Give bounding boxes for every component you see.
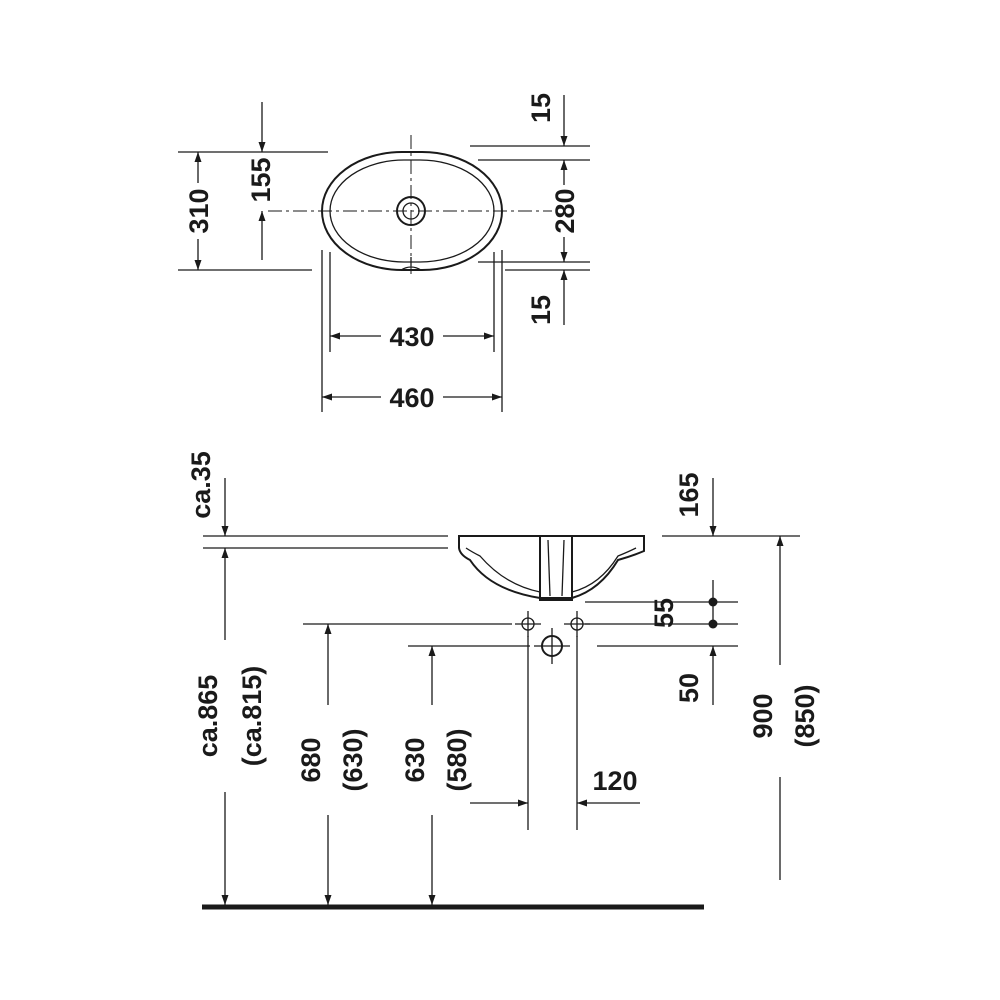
dim-dot-55-top: [708, 597, 718, 607]
dim-label-ca865: ca.865: [193, 675, 223, 758]
plan-view: 310 155 15 280 15 430 460: [178, 93, 590, 413]
dim-label-55: 55: [649, 598, 679, 628]
dim-label-50: 50: [674, 673, 704, 703]
supply-valve-left-icon: [515, 611, 541, 637]
dim-label-850: (850): [790, 684, 820, 747]
dim-label-165: 165: [674, 472, 704, 517]
dim-label-120: 120: [592, 766, 637, 796]
dim-label-15-top: 15: [526, 93, 556, 123]
dim-label-430: 430: [389, 322, 434, 352]
section-view: ca.35 ca.865 (ca.815) 680 (630) 630 (580…: [186, 451, 828, 910]
basin-section: [458, 535, 645, 601]
dim-dot-55-bottom: [708, 619, 718, 629]
dim-label-630-alt: (630): [338, 728, 368, 791]
dim-label-155: 155: [246, 157, 276, 202]
dim-label-580: (580): [442, 728, 472, 791]
dim-label-ca35: ca.35: [186, 451, 216, 519]
dim-label-15-bottom: 15: [526, 295, 556, 325]
dim-label-280: 280: [550, 188, 580, 233]
dim-label-680: 680: [296, 737, 326, 782]
dim-label-630: 630: [400, 737, 430, 782]
dim-label-900: 900: [748, 693, 778, 738]
dim-label-310: 310: [184, 188, 214, 233]
dim-label-ca815: (ca.815): [237, 666, 267, 767]
dim-label-460: 460: [389, 383, 434, 413]
drain-pipe-icon: [534, 628, 570, 664]
